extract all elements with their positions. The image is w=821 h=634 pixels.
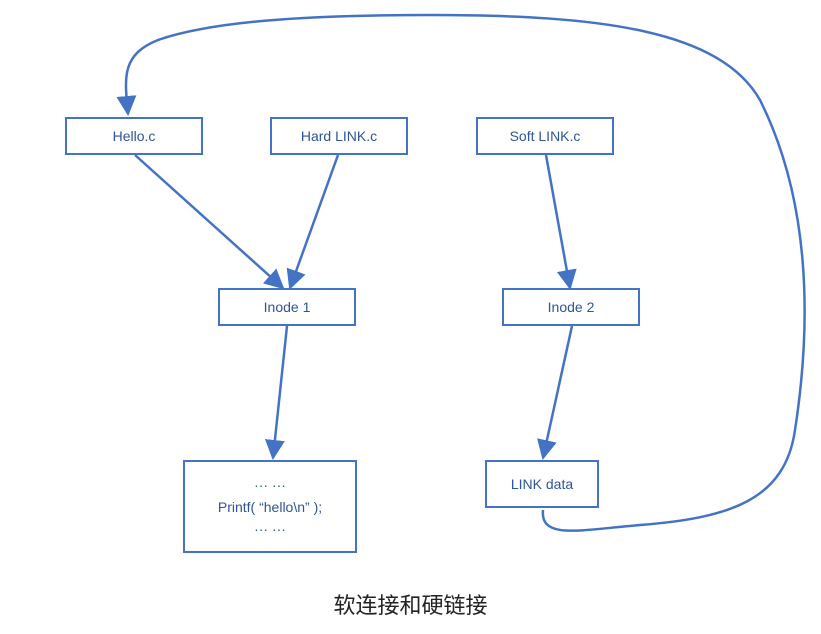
arrow-hello-to-inode1 bbox=[134, 154, 285, 290]
node-inode-2: Inode 2 bbox=[502, 288, 640, 326]
arrow-inode2-to-linkdata bbox=[537, 325, 574, 460]
code-printf-line: Printf( “hello\n” ); bbox=[217, 498, 323, 515]
node-inode-1: Inode 1 bbox=[218, 288, 356, 326]
node-hard-link-c: Hard LINK.c bbox=[270, 117, 408, 155]
node-code-block: ··· ··· Printf( “hello\n” ); ··· ··· bbox=[183, 460, 357, 553]
arrow-hardlink-to-inode1 bbox=[286, 154, 340, 290]
code-ellipsis-top: ··· ··· bbox=[254, 476, 286, 493]
node-soft-link-c: Soft LINK.c bbox=[476, 117, 614, 155]
node-hello-c: Hello.c bbox=[65, 117, 203, 155]
arrow-softlink-to-inode2 bbox=[544, 154, 577, 290]
diagram-caption: 软连接和硬链接 bbox=[333, 594, 488, 619]
code-ellipsis-bottom: ··· ··· bbox=[254, 520, 286, 537]
node-link-data: LINK data bbox=[485, 460, 599, 508]
arrow-inode1-to-code bbox=[264, 325, 289, 460]
arrow-linkdata-to-hello bbox=[116, 13, 806, 532]
